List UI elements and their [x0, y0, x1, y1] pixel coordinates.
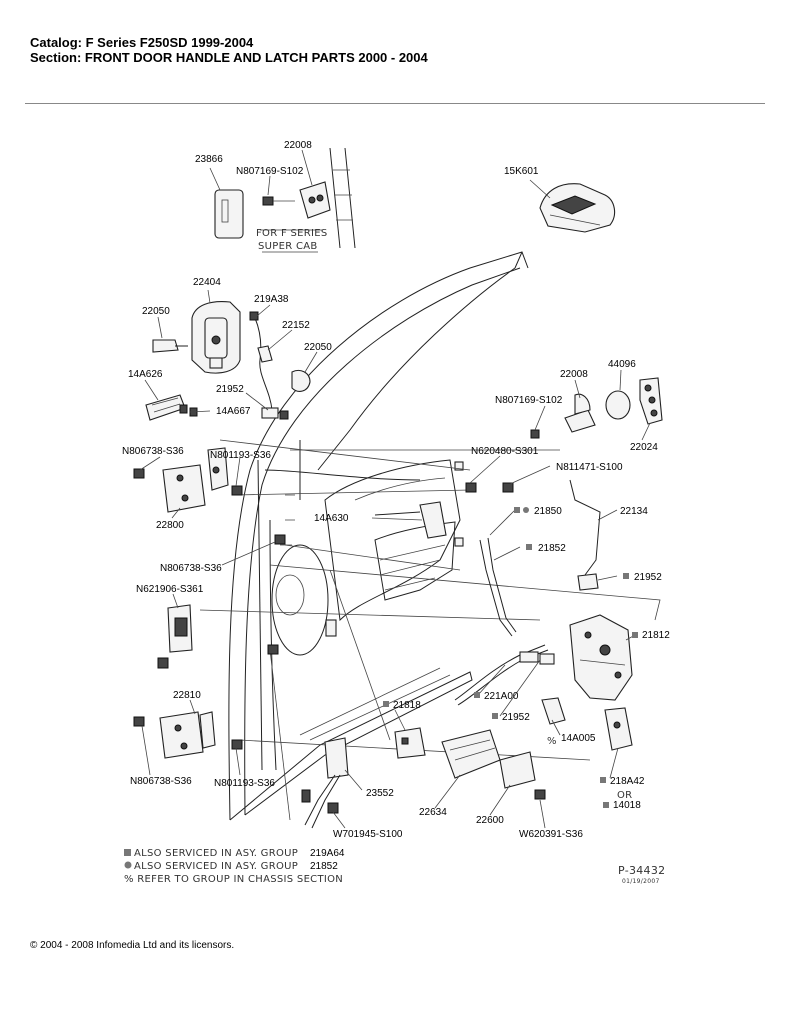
- label-N806738-c: N806738-S36: [130, 776, 192, 787]
- door-outline: [228, 251, 529, 821]
- label-W701945: W701945-S100: [333, 829, 403, 840]
- label-14A626: 14A626: [128, 369, 163, 380]
- label-22152: 22152: [282, 320, 310, 331]
- marker-square-21812: [632, 632, 638, 638]
- door-check-23552: [301, 737, 349, 829]
- lock-actuator-parts: [394, 727, 546, 800]
- label-N801193-b: N801193-S36: [214, 778, 275, 789]
- label-44096: 44096: [608, 359, 636, 370]
- marker-square-218A42: [600, 777, 606, 783]
- marker-square-14018: [603, 802, 609, 808]
- label-21952-c: 21952: [502, 712, 530, 723]
- inset-handle-23866: [214, 189, 244, 239]
- door-latch-21812: [569, 614, 633, 701]
- label-W620391: W620391-S36: [519, 829, 583, 840]
- drawing-number: P-34432: [618, 864, 665, 877]
- label-N620480: N620480-S301: [471, 446, 539, 457]
- label-221A00: 221A00: [484, 691, 519, 702]
- label-21812: 21812: [642, 630, 670, 641]
- label-14A005: 14A005: [561, 733, 596, 744]
- label-22008-right: 22008: [560, 369, 588, 380]
- upper-hinge-22800: [133, 447, 286, 545]
- label-22800: 22800: [156, 520, 184, 531]
- label-21852: 21852: [538, 543, 566, 554]
- inset-note-line2: SUPER CAB: [258, 241, 318, 252]
- inner-handle-assembly: [145, 301, 311, 421]
- label-23552: 23552: [366, 788, 394, 799]
- legend-line3-text: % REFER TO GROUP IN CHASSIS SECTION: [124, 874, 343, 885]
- label-14018: 14018: [613, 800, 641, 811]
- striker-plate: [157, 604, 279, 669]
- label-N806738-a: N806738-S36: [122, 446, 184, 457]
- label-218A42: 218A42: [610, 776, 645, 787]
- label-22810: 22810: [173, 690, 201, 701]
- drawing-date: 01/19/2007: [622, 878, 660, 885]
- label-22634: 22634: [419, 807, 447, 818]
- label-N811471: N811471-S100: [556, 462, 623, 473]
- leader-lines: [139, 149, 651, 829]
- label-21952-b: 21952: [634, 572, 662, 583]
- label-23866: 23866: [195, 154, 223, 165]
- label-22134: 22134: [620, 506, 648, 517]
- marker-square-21818: [383, 701, 389, 707]
- label-or: OR: [617, 790, 632, 801]
- lower-hinge-22810: [133, 711, 243, 759]
- label-21850: 21850: [534, 506, 562, 517]
- label-14A630: 14A630: [314, 513, 349, 524]
- catalog-title: Catalog: F Series F250SD 1999-2004: [30, 35, 254, 50]
- section-title: Section: FRONT DOOR HANDLE AND LATCH PAR…: [30, 50, 428, 65]
- legend-line2-text: ALSO SERVICED IN ASY. GROUP: [134, 861, 298, 872]
- label-N806738-b: N806738-S36: [160, 563, 222, 574]
- label-22600: 22600: [476, 815, 504, 826]
- marker-percent-14A005: %: [547, 736, 557, 747]
- label-219A38: 219A38: [254, 294, 289, 305]
- label-22404: 22404: [193, 277, 221, 288]
- marker-square-21850: [514, 507, 520, 513]
- module-15K601: [539, 183, 616, 233]
- label-22050-left: 22050: [142, 306, 170, 317]
- label-N801193-a: N801193-S36: [210, 450, 271, 461]
- legend-line1-code: 219A64: [310, 848, 345, 859]
- marker-square-21952-b: [623, 573, 629, 579]
- connector-lines: [199, 439, 661, 821]
- label-21818: 21818: [393, 700, 421, 711]
- label-22024: 22024: [630, 442, 658, 453]
- label-N621906: N621906-S361: [136, 584, 204, 595]
- label-15K601: 15K601: [504, 166, 539, 177]
- marker-square-21952-c: [492, 713, 498, 719]
- label-N807169-top: N807169-S102: [236, 166, 304, 177]
- label-14A667: 14A667: [216, 406, 251, 417]
- label-N807169-right: N807169-S102: [495, 395, 563, 406]
- lock-cylinder-parts: [541, 697, 633, 751]
- legend-square-icon: [124, 849, 131, 856]
- label-21952-a: 21952: [216, 384, 244, 395]
- marker-square-221A00: [474, 692, 480, 698]
- inset-note-line1: FOR F SERIES: [256, 228, 328, 239]
- marker-square-21852: [526, 544, 532, 550]
- label-22050-right: 22050: [304, 342, 332, 353]
- hinge-group-right: [530, 377, 663, 439]
- diagram-legend: ALSO SERVICED IN ASY. GROUP 219A64 ALSO …: [124, 848, 345, 885]
- legend-dot-icon: [124, 861, 132, 869]
- super-cab-inset: [214, 147, 356, 253]
- label-22008-top: 22008: [284, 140, 312, 151]
- copyright-footer: © 2004 - 2008 Infomedia Ltd and its lice…: [30, 940, 235, 951]
- legend-line2-code: 21852: [310, 861, 338, 872]
- legend-line1-text: ALSO SERVICED IN ASY. GROUP: [134, 848, 298, 859]
- header-divider: [25, 103, 765, 104]
- exterior-handle-rods: [374, 479, 601, 637]
- marker-dot-21850: [523, 507, 529, 513]
